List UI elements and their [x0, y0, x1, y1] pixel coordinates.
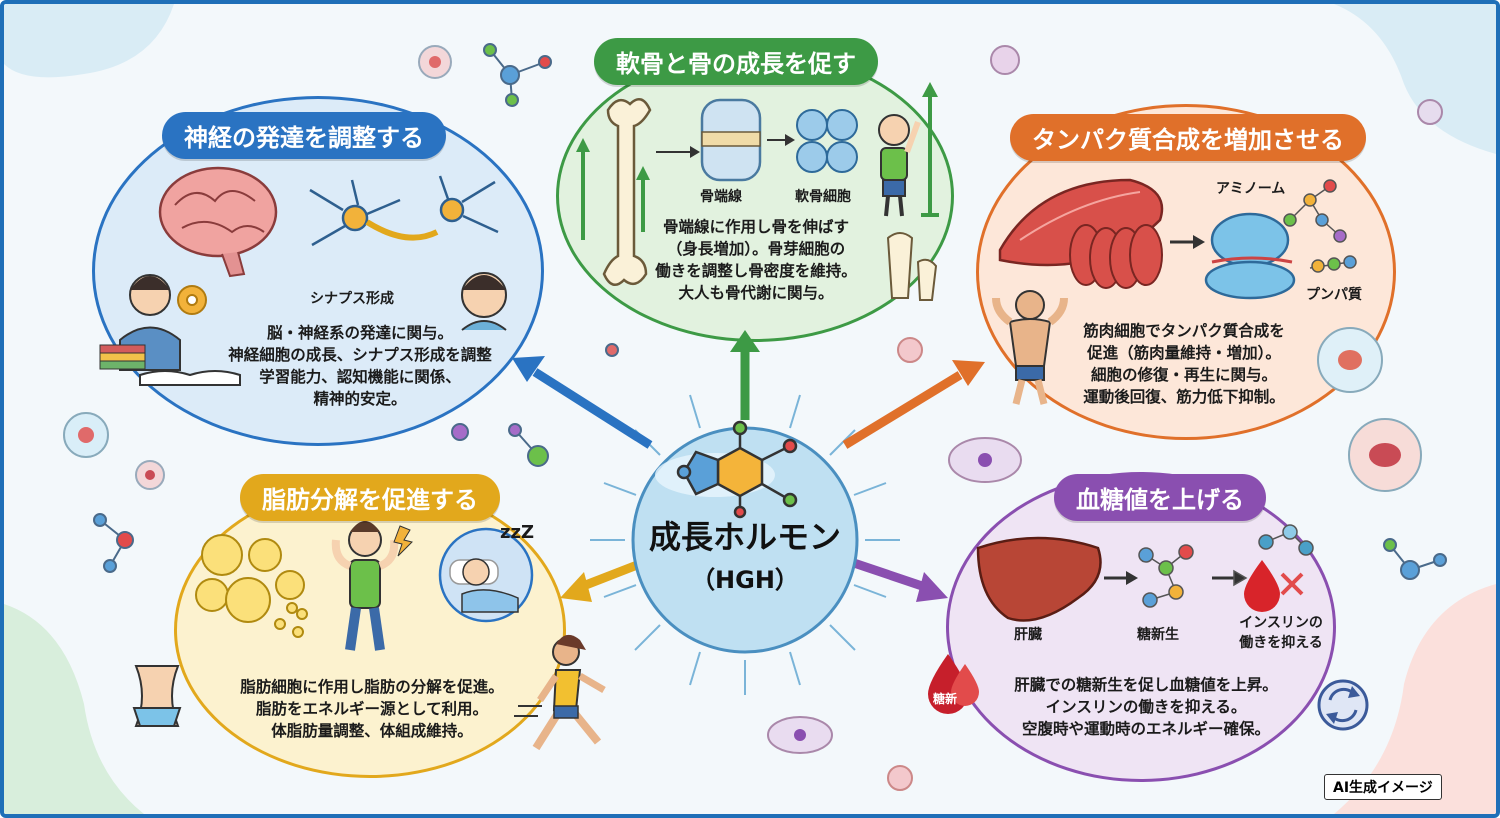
fat-description: 脂肪細胞に作用し脂肪の分解を促進。 脂肪をエネルギー源として利用。 体脂肪量調整… [212, 676, 532, 742]
runner-icon [514, 634, 606, 751]
studying-person-icon [99, 274, 241, 386]
glucose-lobe [946, 472, 1336, 782]
arrow-to-bone [730, 330, 760, 420]
nerve-line: 学習能力、認知機能に関係、 [259, 368, 461, 386]
nerve-line: 脳・神経系の発達に関与。 [266, 324, 453, 342]
drop-label: 糖新 [933, 692, 958, 706]
bone-joint-icon [886, 232, 938, 301]
bone-line: （身長増加）。骨芽細胞の [666, 240, 846, 258]
gear-icon [177, 285, 207, 315]
insulin-label: インスリンの 働きを抑える [1226, 612, 1336, 652]
center-subtitle: （HGH） [691, 566, 799, 594]
protein-line: 促進（筋肉量維持・増加）。 [1087, 344, 1281, 362]
bone-heading: 軟骨と骨の成長を促す [594, 38, 878, 85]
liver-icon [976, 536, 1138, 622]
decor-cells [63, 45, 1443, 791]
decor-molecules [93, 43, 1447, 580]
nerve-description: 脳・神経系の発達に関与。 神経細胞の成長、シナプス形成を調整 学習能力、認知機能… [200, 322, 520, 410]
blood-drop-icon [928, 654, 979, 714]
cartilage-cells-icon [796, 109, 858, 173]
growth-plate-icon [656, 98, 795, 182]
sleep-zzz-label: zzZ [500, 522, 535, 543]
fat-line: 脂肪細胞に作用し脂肪の分解を促進。 [240, 678, 504, 696]
molecule-icon [676, 420, 798, 519]
nerve-heading: 神経の発達を調整する [162, 112, 446, 159]
chondrocyte-label: 軟骨細胞 [795, 189, 851, 205]
synapse-label: シナプス形成 [310, 291, 394, 307]
growth-arrow-icon [576, 82, 939, 240]
fat-line: 脂肪をエネルギー源として利用。 [255, 700, 489, 718]
center-title: 成長ホルモン [648, 518, 841, 556]
protein-heading: タンパク質合成を増加させる [1010, 114, 1366, 161]
bone-line: 大人も骨代謝に関与。 [678, 284, 834, 302]
arrow-to-glucose [843, 555, 948, 602]
insulin-icon [1244, 524, 1314, 612]
glucose-description: 肝臓での糖新生を促し血糖値を上昇。 インスリンの働きを抑える。 空腹時や運動時の… [996, 674, 1296, 740]
glucose-heading: 血糖値を上げる [1054, 474, 1266, 521]
protein-line: 運動後回復、筋力低下抑制。 [1083, 388, 1285, 406]
nerve-line: 精神的安定。 [313, 390, 407, 408]
background-decor [4, 4, 1496, 814]
insulin-label-line: 働きを抑える [1239, 635, 1323, 651]
protein-label: プンパ質 [1306, 287, 1362, 303]
sleeping-person-icon [438, 527, 534, 623]
protein-line: 筋肉細胞でタンパク質合成を [1083, 322, 1285, 340]
amino-chain-icon [1283, 179, 1357, 273]
neurons-icon [309, 175, 499, 247]
brain-icon [158, 166, 278, 278]
liver-label: 肝臓 [1014, 627, 1042, 643]
muscle-icon [998, 178, 1205, 289]
protein-line: 細胞の修復・再生に関与。 [1090, 366, 1277, 384]
protein-description: 筋肉細胞でタンパク質合成を 促進（筋肉量維持・増加）。 細胞の修復・再生に関与。… [1064, 320, 1304, 408]
child-waving-icon [878, 114, 921, 217]
ribosome-icon [1204, 212, 1296, 300]
child-face-icon [461, 272, 507, 331]
gluconeogenesis-icon [1138, 544, 1248, 608]
insulin-label-line: インスリンの [1239, 615, 1323, 631]
gluconeogenesis-label: 糖新生 [1137, 627, 1179, 643]
bone-line: 働きを調整し骨密度を維持。 [655, 262, 857, 280]
fat-cells-icon [195, 534, 308, 638]
growth-plate-label: 骨端線 [700, 189, 742, 205]
nerve-line: 神経細胞の成長、シナプス形成を調整 [228, 346, 492, 364]
waist-icon [132, 665, 182, 727]
flexing-person-icon [331, 521, 413, 651]
glucose-line: インスリンの働きを抑える。 [1045, 698, 1247, 716]
cycle-icon [1317, 679, 1369, 731]
amino-label: アミノーム [1216, 181, 1286, 197]
fat-line: 体脂肪量調整、体組成維持。 [271, 722, 473, 740]
arrow-to-protein [842, 360, 985, 449]
glucose-line: 肝臓での糖新生を促し血糖値を上昇。 [1014, 676, 1278, 694]
glucose-line: 空腹時や運動時のエネルギー確保。 [1021, 720, 1270, 738]
long-bone-icon [602, 97, 652, 287]
bone-line: 骨端線に作用し骨を伸ばす [662, 218, 849, 236]
ai-generated-badge: AI生成イメージ [1324, 774, 1442, 800]
arrow-to-nerve [512, 356, 653, 449]
athlete-icon [992, 290, 1068, 405]
bone-description: 骨端線に作用し骨を伸ばす （身長増加）。骨芽細胞の 働きを調整し骨密度を維持。 … [636, 216, 876, 304]
fat-heading: 脂肪分解を促進する [240, 474, 500, 521]
